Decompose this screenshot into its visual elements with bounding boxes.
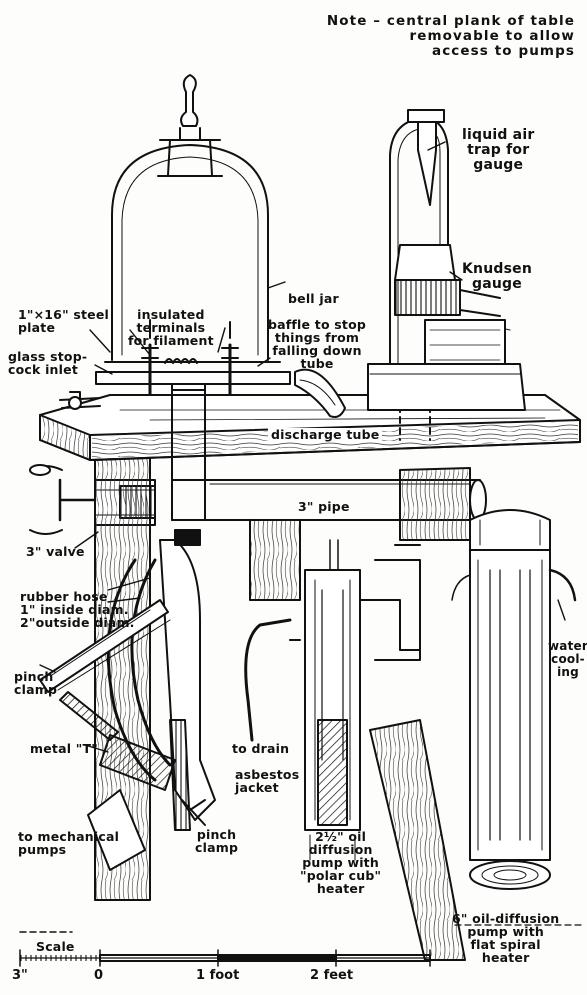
large-oil-pump-line-4: heater (481, 950, 530, 965)
rubber-hose-line-1: rubber hose (20, 589, 108, 604)
water-cooling-line-2: cool- (551, 652, 585, 666)
large-oil-pump-line-2: pump with (467, 924, 544, 939)
pipe-3in-label: 3" pipe (295, 500, 353, 513)
pinch-clamp-bottom-line-2: clamp (195, 840, 239, 855)
small-oil-pump-line-1: 2½" oil (315, 829, 367, 844)
baffle-line-2: things from (274, 330, 360, 345)
to-drain-label: to drain (232, 741, 290, 756)
glass-stopcock-label: glass stop- cock inlet (8, 350, 87, 376)
water-cooling-line-1: water (548, 639, 587, 653)
baffle-line-4: tube (300, 356, 334, 371)
small-oil-pump-line-3: pump with (302, 855, 379, 870)
pinch-clamp-left-label: pinch clamp (14, 670, 57, 696)
asbestos-jacket-label: asbestos jacket (235, 768, 299, 794)
central-tube (171, 384, 206, 521)
large-oil-pump (451, 509, 577, 890)
bell-jar (95, 74, 291, 385)
knudsen-gauge-line-1: Knudsen (462, 261, 532, 277)
to-mechanical-pumps-line-2: pumps (18, 842, 67, 857)
note-label: Note – central plank of table removable … (295, 14, 575, 59)
steel-plate-line-1: 1"×16" steel (18, 307, 109, 322)
pinch-clamp-bottom-label: pinch clamp (195, 828, 238, 854)
pinch-clamp-left (39, 599, 171, 741)
steel-plate-line-2: plate (18, 320, 56, 335)
terminals (141, 319, 239, 397)
note-line-2: removable to allow (409, 28, 575, 44)
baffle-line-1: baffle to stop (268, 317, 367, 332)
water-cooling-line-3: ing (557, 665, 579, 679)
glass-stopcock-line-1: glass stop- (8, 349, 88, 364)
scale-bar (19, 924, 586, 967)
asbestos-jacket-line-1: asbestos (235, 767, 300, 782)
pinch-clamp-left-line-2: clamp (14, 682, 58, 697)
baffle (294, 368, 346, 418)
scale-tick-1-foot: 1 foot (196, 968, 240, 983)
large-oil-pump-line-3: flat spiral (470, 937, 541, 952)
large-oil-pump-label: 6" oil-diffusion pump with flat spiral h… (452, 912, 559, 964)
bell-jar-label: bell jar (288, 291, 339, 306)
small-oil-pump-line-4: "polar cub" (300, 868, 382, 883)
liquid-air-trap-line-3: gauge (473, 157, 524, 173)
leader-arrows (39, 141, 566, 753)
note-line-3: access to pumps (431, 43, 575, 59)
small-oil-pump-line-5: heater (316, 881, 365, 896)
liquid-air-trap-line-2: trap for (467, 142, 530, 158)
insulated-terminals-line-1: insulated (137, 307, 205, 322)
to-mechanical-pumps-line-1: to mechanical (18, 829, 120, 844)
large-oil-pump-line-1: 6" oil-diffusion (452, 911, 560, 926)
asbestos-jacket-line-2: jacket (235, 780, 279, 795)
discharge-tube-label: discharge tube (268, 428, 383, 441)
rightside-frame (369, 544, 466, 961)
rubber-hose-line-2: 1" inside diam. (20, 602, 129, 617)
glass-stopcock (59, 391, 101, 410)
note-line-1: Note – central plank of table (326, 13, 575, 29)
knudsen-gauge-label: Knudsen gauge (462, 262, 532, 292)
rubber-hose-line-3: 2"outside diam. (20, 615, 135, 630)
baffle-label: baffle to stop things from falling down … (268, 318, 366, 370)
scale-tick-2-feet: 2 feet (310, 968, 354, 983)
liquid-air-trap-label: liquid air trap for gauge (462, 128, 534, 173)
drain-hose (244, 618, 301, 742)
discharge-tube (399, 394, 431, 441)
knudsen-gauge-line-2: gauge (472, 276, 522, 292)
pinch-clamp-bottom (169, 719, 206, 831)
scale-tick-0: 0 (94, 968, 104, 983)
insulated-terminals-line-3: for filament (128, 333, 214, 348)
glass-stopcock-line-2: cock inlet (8, 362, 78, 377)
steel-plate-label: 1"×16" steel plate (18, 308, 109, 334)
to-mechanical-pumps-label: to mechanical pumps (18, 830, 119, 856)
pinch-clamp-bottom-line-1: pinch (196, 827, 237, 842)
small-oil-pump (304, 539, 421, 861)
valve-3in-label: 3" valve (26, 544, 85, 559)
insulated-terminals-label: insulated terminals for filament (128, 308, 214, 347)
insulated-terminals-line-2: terminals (136, 320, 206, 335)
knudsen-gauge (367, 109, 526, 411)
baffle-line-3: falling down (272, 343, 362, 358)
table-legs (94, 457, 471, 901)
rubber-hose-label: rubber hose 1" inside diam. 2"outside di… (20, 590, 135, 629)
small-oil-pump-label: 2½" oil diffusion pump with "polar cub" … (300, 830, 381, 895)
scale-tick-3in: 3" (12, 968, 28, 983)
pinch-clamp-left-line-1: pinch (14, 669, 54, 684)
metal-t (87, 734, 176, 871)
small-oil-pump-line-2: diffusion (308, 842, 373, 857)
scale-title: Scale (36, 939, 75, 954)
metal-t-label: metal "T" (30, 741, 98, 756)
liquid-air-trap-line-1: liquid air (462, 127, 535, 143)
water-cooling-label: water cool- ing (548, 640, 587, 679)
